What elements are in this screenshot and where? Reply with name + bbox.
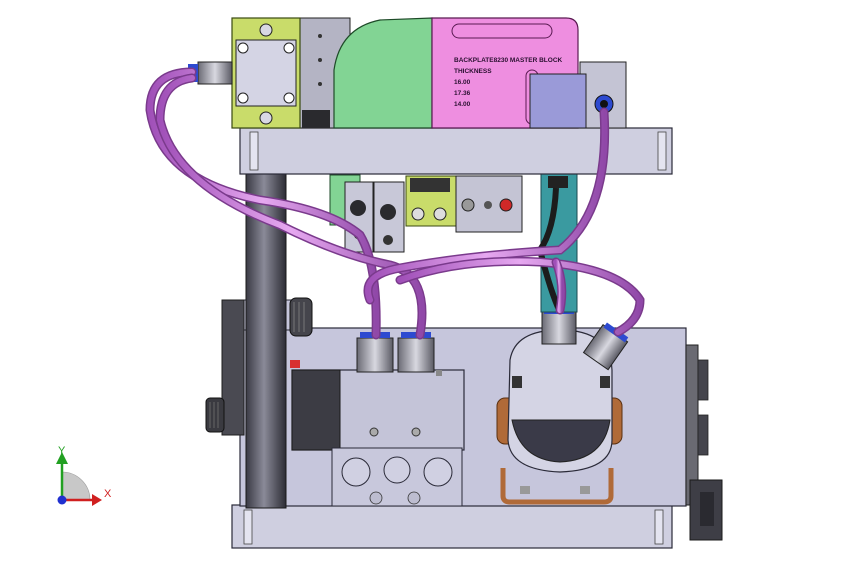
control-panel-block (455, 175, 523, 233)
rotary-cylinder (507, 329, 613, 473)
thickness-value-1: 16.00 (454, 79, 471, 86)
x-axis-label: X (104, 488, 112, 500)
yellow-green-sensor-block (405, 175, 457, 227)
pneumatic-tubes (145, 67, 645, 340)
sensor-bracket-right (373, 181, 405, 253)
master-block-title: BACKPLATE8230 MASTER BLOCK (454, 57, 563, 64)
base-plate (231, 504, 673, 549)
left-motor-block (205, 299, 245, 436)
coordinate-triad: Y X (56, 445, 112, 506)
y-axis-label: Y (58, 445, 66, 457)
adjust-knob (289, 297, 313, 337)
sensor-bracket-left (344, 181, 374, 253)
pink-block-label: BACKPLATE8230 MASTER BLOCK THICKNESS 16.… (454, 57, 563, 108)
thickness-value-2: 17.36 (454, 90, 471, 97)
side-connector-right (685, 344, 723, 541)
manifold-fitting-right (397, 332, 435, 373)
yellow-green-top-plate (231, 17, 301, 129)
green-top-block (333, 17, 433, 129)
valve-manifold (290, 360, 465, 507)
y-axis-arrow (56, 452, 68, 464)
thickness-label: THICKNESS (454, 68, 492, 75)
x-axis-arrow (92, 494, 102, 506)
z-axis-origin (57, 495, 67, 505)
right-top-bracket (529, 61, 627, 129)
thickness-value-3: 14.00 (454, 101, 471, 108)
